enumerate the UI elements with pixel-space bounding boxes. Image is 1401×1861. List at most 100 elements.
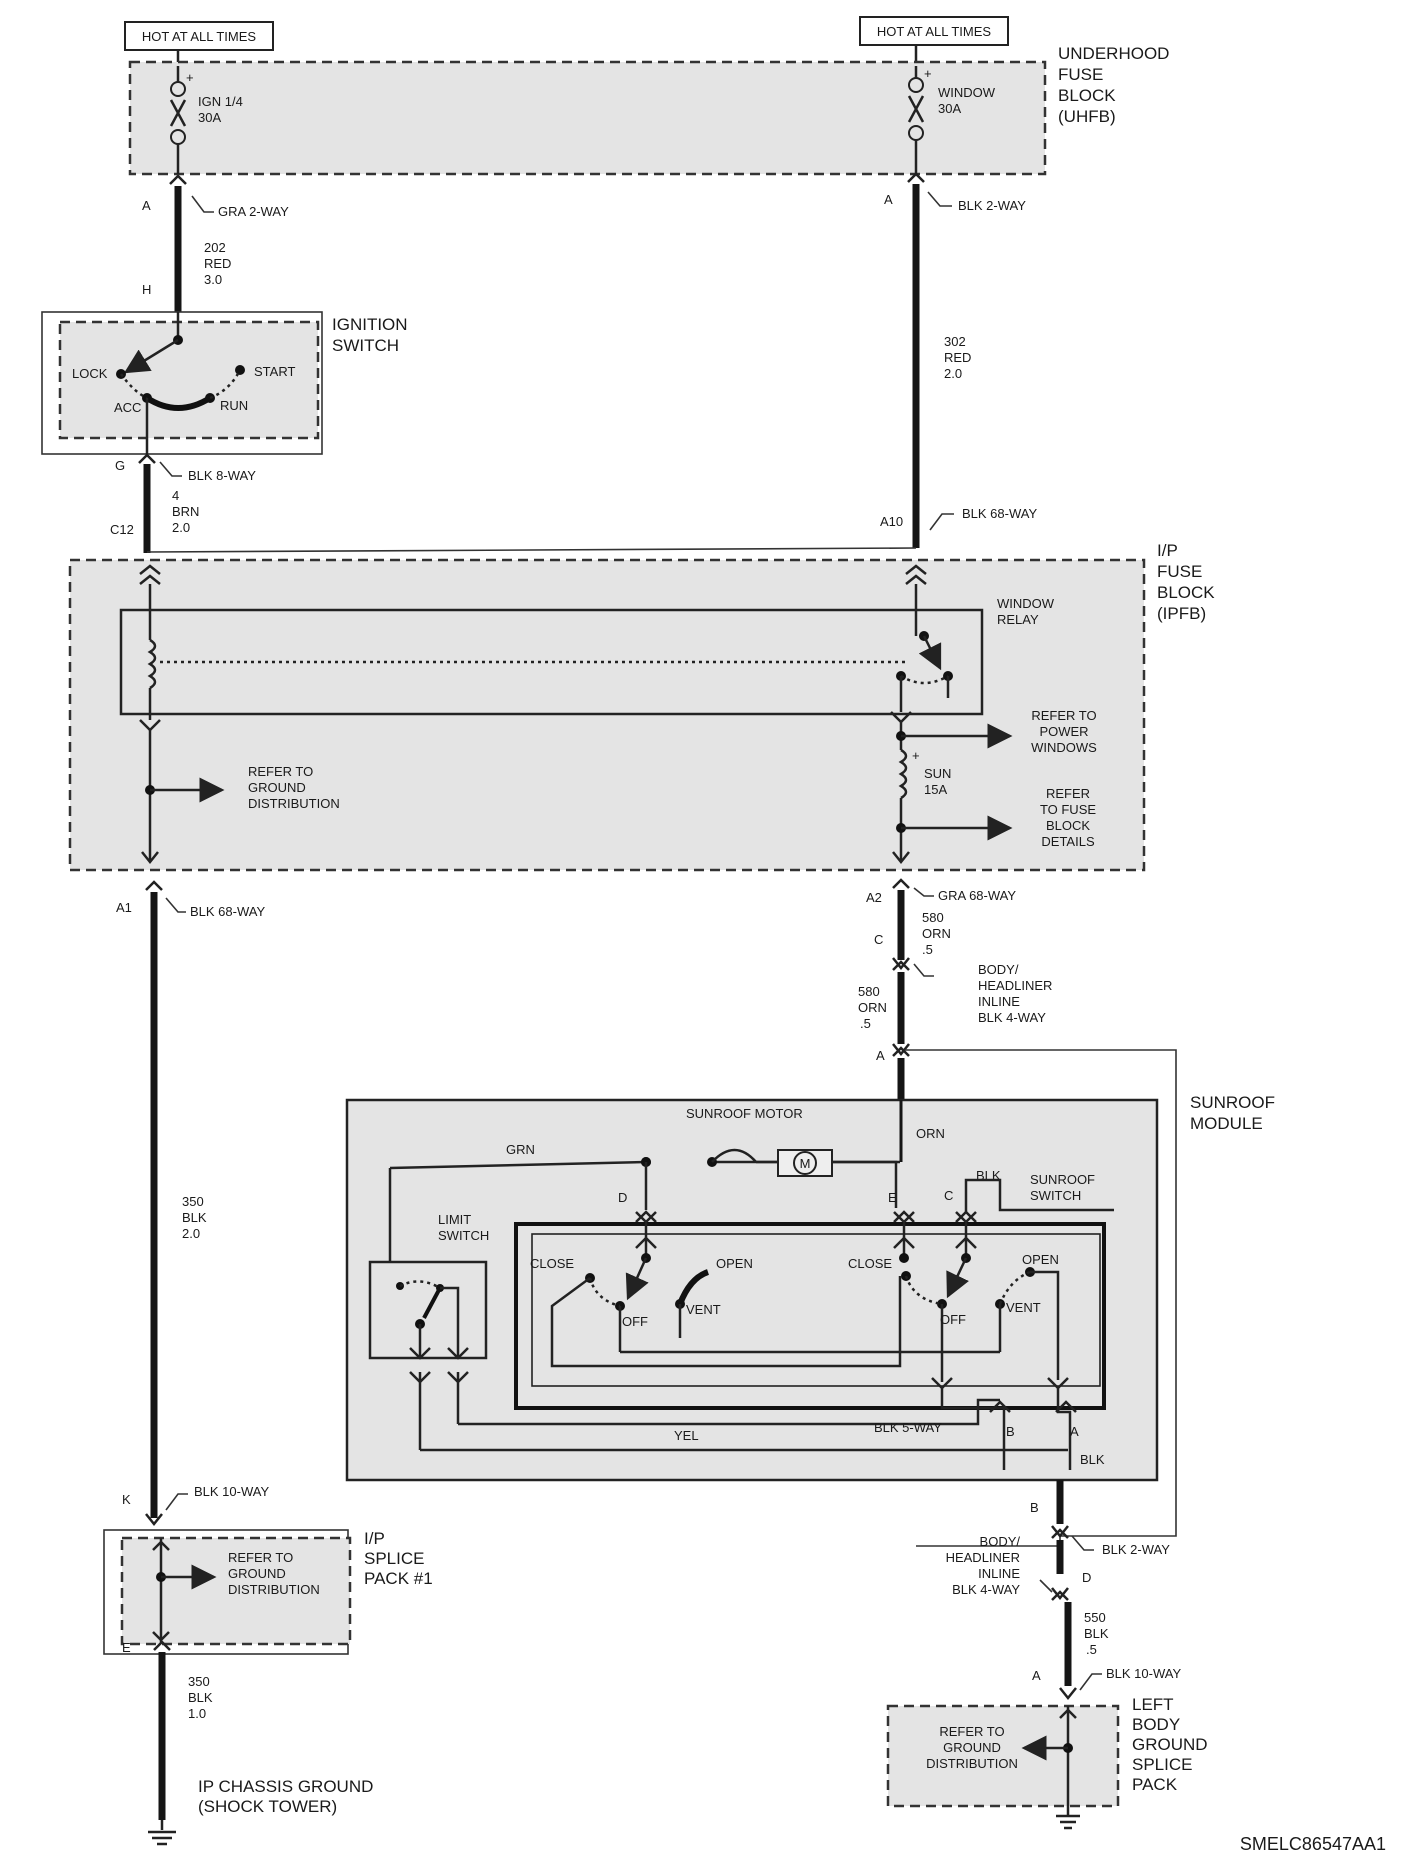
fuse-block-ref: REFER TO FUSE BLOCK DETAILS <box>1040 786 1096 849</box>
conn-gra-2way: GRA 2-WAY <box>218 204 289 219</box>
svg-text:2.0: 2.0 <box>944 366 962 381</box>
conn-g: G <box>115 458 125 473</box>
ip-splice-label: I/P SPLICE PACK #1 <box>364 1529 433 1588</box>
svg-text:BLOCK: BLOCK <box>1157 583 1215 602</box>
svg-text:FUSE: FUSE <box>1157 562 1202 581</box>
svg-text:SPLICE: SPLICE <box>1132 1755 1192 1774</box>
conn-a-right: A <box>884 192 893 207</box>
svg-text:CLOSE: CLOSE <box>530 1256 574 1271</box>
conn-blk-10way-right: BLK 10-WAY <box>1106 1666 1181 1681</box>
svg-text:OPEN: OPEN <box>1022 1252 1059 1267</box>
svg-text:BLK 4-WAY: BLK 4-WAY <box>952 1582 1020 1597</box>
svg-text:350: 350 <box>188 1674 210 1689</box>
svg-text:.5: .5 <box>860 1016 871 1031</box>
svg-text:M: M <box>800 1156 811 1171</box>
pos-start: START <box>254 364 295 379</box>
svg-text:(UHFB): (UHFB) <box>1058 107 1116 126</box>
svg-text:HOT AT ALL TIMES: HOT AT ALL TIMES <box>142 29 256 44</box>
inline-connector-bottom: BODY/ HEADLINER INLINE BLK 4-WAY <box>946 1534 1021 1597</box>
svg-text:1.0: 1.0 <box>188 1706 206 1721</box>
conn-blk-2way-bottom: BLK 2-WAY <box>1102 1542 1170 1557</box>
svg-text:INLINE: INLINE <box>978 1566 1020 1581</box>
ip-splice-connector <box>152 1538 217 1644</box>
fuse-ign-icon: + <box>169 66 194 174</box>
svg-text:BLK: BLK <box>1084 1626 1109 1641</box>
svg-text:4: 4 <box>172 488 179 503</box>
fuse-window-icon: + <box>907 66 932 174</box>
conn-a1: A1 <box>116 900 132 915</box>
sunroof-motor-label: SUNROOF MOTOR <box>686 1106 803 1121</box>
ignition-switch <box>58 320 320 440</box>
limit-switch-contacts <box>396 1280 469 1360</box>
conn-a-bottom: A <box>1032 1668 1041 1683</box>
svg-text:I/P: I/P <box>1157 541 1178 560</box>
conn-blk-68way-top: BLK 68-WAY <box>962 506 1037 521</box>
pin-e: E <box>888 1190 897 1205</box>
hot-label-right: HOT AT ALL TIMES <box>859 16 1009 46</box>
svg-text:BLK: BLK <box>182 1210 207 1225</box>
svg-text:.5: .5 <box>922 942 933 957</box>
sunroof-module-label: SUNROOF MODULE <box>1190 1093 1275 1133</box>
svg-text:POWER: POWER <box>1039 724 1088 739</box>
conn-c12: C12 <box>110 522 134 537</box>
svg-text:BODY/: BODY/ <box>980 1534 1021 1549</box>
ip-splice-ref: REFER TO GROUND DISTRIBUTION <box>228 1550 320 1597</box>
svg-text:VENT: VENT <box>1006 1300 1041 1315</box>
ip-chassis-ground-label: IP CHASSIS GROUND (SHOCK TOWER) <box>198 1777 373 1816</box>
conn-e: E <box>122 1640 131 1655</box>
pin-d: D <box>618 1190 627 1205</box>
uhfb-block <box>128 60 1047 176</box>
svg-text:OFF: OFF <box>622 1314 648 1329</box>
svg-text:(SHOCK TOWER): (SHOCK TOWER) <box>198 1797 337 1816</box>
svg-text:GROUND: GROUND <box>1132 1735 1208 1754</box>
svg-text:350: 350 <box>182 1194 204 1209</box>
conn-h: H <box>142 282 151 297</box>
svg-text:BLK: BLK <box>188 1690 213 1705</box>
fuse-window-label: WINDOW <box>938 85 996 100</box>
svg-text:MODULE: MODULE <box>1190 1114 1263 1133</box>
pos-lock: LOCK <box>72 366 108 381</box>
sunroof-switch-right <box>550 1267 1069 1390</box>
svg-text:VENT: VENT <box>686 1302 721 1317</box>
svg-text:UNDERHOOD: UNDERHOOD <box>1058 44 1169 63</box>
svg-text:GROUND: GROUND <box>248 780 306 795</box>
svg-text:RED: RED <box>204 256 231 271</box>
wire-yel-label: YEL <box>674 1428 699 1443</box>
svg-text:REFER TO: REFER TO <box>1031 708 1096 723</box>
svg-text:REFER: REFER <box>1046 786 1090 801</box>
svg-text:INLINE: INLINE <box>978 994 1020 1009</box>
figure-code: SMELC86547AA1 <box>1240 1834 1386 1854</box>
svg-text:550: 550 <box>1084 1610 1106 1625</box>
svg-text:BRN: BRN <box>172 504 199 519</box>
relay-coil-icon <box>139 564 161 865</box>
svg-text:SUNROOF: SUNROOF <box>1190 1093 1275 1112</box>
svg-text:PACK: PACK <box>1132 1775 1178 1794</box>
svg-text:ORN: ORN <box>858 1000 887 1015</box>
svg-text:ORN: ORN <box>922 926 951 941</box>
svg-text:CLOSE: CLOSE <box>848 1256 892 1271</box>
window-relay <box>119 608 984 716</box>
svg-text:580: 580 <box>922 910 944 925</box>
limit-switch-label: LIMIT <box>438 1212 471 1227</box>
svg-text:202: 202 <box>204 240 226 255</box>
svg-text:HOT AT ALL TIMES: HOT AT ALL TIMES <box>877 24 991 39</box>
svg-text:HEADLINER: HEADLINER <box>946 1550 1020 1565</box>
svg-text:BLK 4-WAY: BLK 4-WAY <box>978 1010 1046 1025</box>
svg-text:OPEN: OPEN <box>716 1256 753 1271</box>
conn-blk-2way-top: BLK 2-WAY <box>958 198 1026 213</box>
conn-blk-68way-left: BLK 68-WAY <box>190 904 265 919</box>
wire-grn-label: GRN <box>506 1142 535 1157</box>
svg-text:2.0: 2.0 <box>182 1226 200 1241</box>
svg-text:FUSE: FUSE <box>1058 65 1103 84</box>
svg-text:DISTRIBUTION: DISTRIBUTION <box>248 796 340 811</box>
power-windows-ref: REFER TO POWER WINDOWS <box>1031 708 1097 755</box>
inline-connector-top: BODY/ HEADLINER INLINE BLK 4-WAY <box>913 962 1052 1025</box>
pin-b: B <box>1006 1424 1015 1439</box>
fuse-sun-rating: 15A <box>924 782 947 797</box>
svg-text:SPLICE: SPLICE <box>364 1549 424 1568</box>
svg-text:OFF: OFF <box>940 1312 966 1327</box>
conn-d: D <box>1082 1570 1091 1585</box>
ground-ref-ipfb: REFER TO GROUND DISTRIBUTION <box>248 764 340 811</box>
svg-text:2.0: 2.0 <box>172 520 190 535</box>
svg-text:3.0: 3.0 <box>204 272 222 287</box>
